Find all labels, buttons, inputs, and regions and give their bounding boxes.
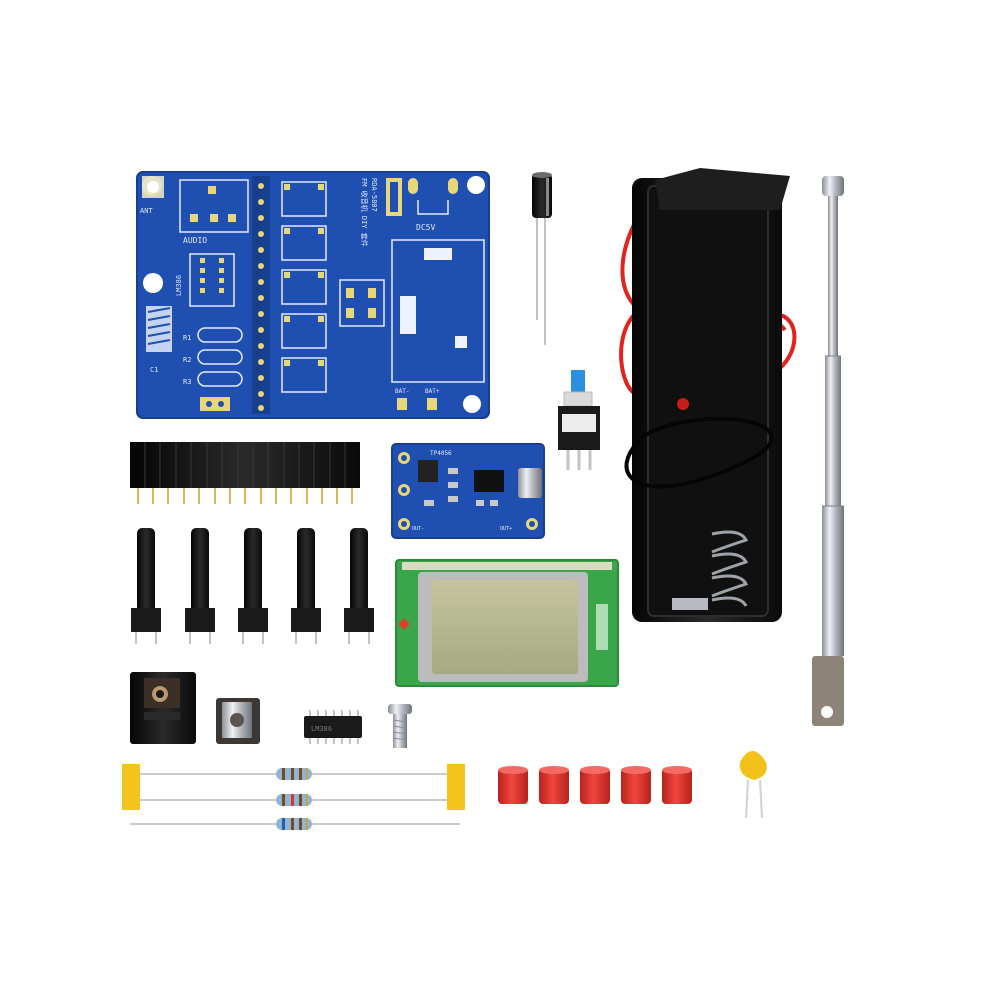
button-cap-3 bbox=[580, 766, 610, 804]
pin-header-holes bbox=[258, 183, 264, 411]
out-minus-silkscreen: OUT- bbox=[412, 526, 424, 532]
charger-model-silkscreen: TP4056 bbox=[430, 450, 452, 457]
r2-silkscreen: R2 bbox=[183, 356, 191, 364]
audio-jack bbox=[130, 672, 196, 744]
audio-silkscreen: AUDIO bbox=[183, 236, 207, 245]
electrolytic-capacitor bbox=[532, 172, 552, 345]
speaker-connector-footprint bbox=[146, 306, 172, 352]
c1-silkscreen: C1 bbox=[150, 366, 158, 374]
dc-power-jack bbox=[216, 698, 260, 744]
telescopic-antenna bbox=[812, 176, 844, 726]
tactile-button-2 bbox=[185, 528, 215, 644]
button-cap-5 bbox=[662, 766, 692, 804]
battery-spring bbox=[711, 530, 749, 607]
tactile-button-3 bbox=[238, 528, 268, 644]
ant-silkscreen: ANT bbox=[140, 207, 153, 215]
female-pin-header bbox=[130, 442, 360, 504]
button-cap-1 bbox=[498, 766, 528, 804]
resistor-3 bbox=[276, 818, 312, 830]
resistor-2 bbox=[276, 794, 312, 806]
button-cap-2 bbox=[539, 766, 569, 804]
board-title-silkscreen: FM 收音机 DIY 套件 bbox=[360, 178, 369, 247]
ic-chip: LM386 bbox=[304, 710, 362, 744]
r3-silkscreen: R3 bbox=[183, 378, 191, 386]
main-pcb-board: AUDIO ANT LM386 R1 R2 R3 C1 bbox=[136, 171, 490, 419]
ceramic-capacitor bbox=[739, 751, 767, 819]
charger-module-board: TP4056 OUT- OUT+ bbox=[391, 443, 545, 539]
r1-silkscreen: R1 bbox=[183, 334, 191, 342]
out-plus-silkscreen: OUT+ bbox=[500, 526, 512, 532]
ic-chip-label: LM386 bbox=[311, 725, 332, 733]
button-footprints bbox=[281, 181, 327, 393]
lcd-display-module bbox=[395, 559, 619, 687]
battery-holder bbox=[619, 168, 797, 622]
tactile-button-1 bbox=[131, 528, 161, 644]
board-model-silkscreen: RDA-5807 bbox=[370, 178, 378, 212]
slide-switch bbox=[558, 370, 600, 470]
resistor-1 bbox=[276, 768, 312, 780]
bat-plus-silkscreen: BAT+ bbox=[425, 388, 440, 395]
ic-silkscreen: LM386 bbox=[175, 275, 183, 296]
tactile-button-5 bbox=[344, 528, 374, 644]
button-cap-4 bbox=[621, 766, 651, 804]
tactile-button-4 bbox=[291, 528, 321, 644]
screw bbox=[388, 704, 412, 748]
bat-minus-silkscreen: BAT- bbox=[395, 388, 409, 395]
dc5v-silkscreen: DC5V bbox=[416, 223, 435, 232]
